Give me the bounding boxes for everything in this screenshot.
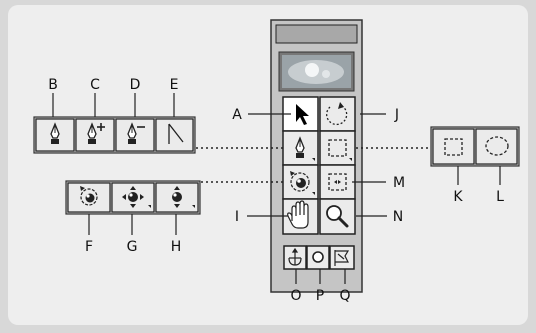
pen-tools-flyout (33, 116, 196, 154)
ellipse-icon (312, 251, 324, 263)
tool-anchor-point-button[interactable] (283, 245, 307, 270)
tool-rotate-3d-button[interactable] (282, 164, 319, 200)
callout-d: D (130, 77, 141, 93)
delete-point-pen-icon (127, 122, 145, 144)
marquee-tools-flyout (430, 126, 520, 167)
tool-rotate-button[interactable] (319, 96, 356, 132)
tool-rotate-flyout-button[interactable] (67, 182, 111, 213)
callout-h: H (171, 239, 182, 255)
callout-labels: B C D E A J M I N F G H K L O P Q (48, 77, 504, 304)
ellipse-marquee-icon (485, 136, 509, 156)
tool-rectangle-marquee-button[interactable] (319, 130, 356, 166)
callout-o: O (290, 288, 301, 304)
move-z-icon (172, 186, 195, 208)
leader-lines (52, 93, 501, 284)
callout-b: B (48, 77, 58, 93)
rotate-icon (326, 105, 348, 126)
tool-zoom-button[interactable] (319, 198, 356, 235)
hand-icon (287, 200, 309, 229)
callout-f: F (85, 239, 93, 255)
rectangle-marquee-icon (328, 139, 347, 157)
flyout-connectors (196, 147, 431, 183)
callout-j: J (394, 107, 399, 123)
callout-i: I (235, 209, 239, 225)
move-xy-icon (122, 186, 151, 208)
tool-pen-button[interactable] (282, 130, 319, 166)
callout-l: L (496, 189, 504, 205)
tool-rect-marquee-flyout-button[interactable] (432, 128, 475, 165)
tool-ellipse-small-button[interactable] (306, 245, 330, 270)
diagram-panel (8, 5, 528, 325)
tool-ellipse-marquee-flyout-button[interactable] (475, 128, 518, 165)
rotate-3d-icon (80, 186, 98, 206)
convert-point-icon (168, 123, 184, 144)
tool-hand-button[interactable] (282, 198, 319, 235)
tool-pen-plus-button[interactable] (75, 118, 115, 152)
callout-c: C (90, 77, 100, 93)
callout-m: M (393, 175, 405, 191)
tool-marquee-center-button[interactable] (319, 164, 356, 200)
pen-icon (50, 122, 60, 144)
bottom-button-group (283, 240, 355, 287)
marquee-from-center-icon (328, 173, 347, 191)
rotate-3d-icon (290, 171, 310, 192)
tool-pen-minus-button[interactable] (115, 118, 155, 152)
callout-p: P (316, 288, 324, 304)
anchor-point-icon (288, 247, 302, 266)
tool-move-z-button[interactable] (155, 182, 199, 213)
tool-pen-flyout-button[interactable] (35, 118, 75, 152)
zoom-magnifier-icon (326, 205, 349, 228)
rotate-tools-flyout (65, 180, 201, 215)
tool-convert-point-button[interactable] (155, 118, 194, 152)
pen-icon (295, 136, 305, 158)
callout-q: Q (339, 288, 350, 304)
callout-a: A (232, 107, 242, 123)
callout-e: E (170, 77, 179, 93)
callout-g: G (127, 239, 138, 255)
callout-k: K (453, 189, 463, 205)
flag-icon (334, 250, 350, 266)
rectangle-marquee-icon (444, 138, 463, 156)
tool-flag-button[interactable] (329, 245, 355, 270)
callout-n: N (393, 209, 403, 225)
tool-move-xy-button[interactable] (111, 182, 155, 213)
add-point-pen-icon (87, 122, 105, 144)
selection-arrow-icon (296, 104, 309, 125)
